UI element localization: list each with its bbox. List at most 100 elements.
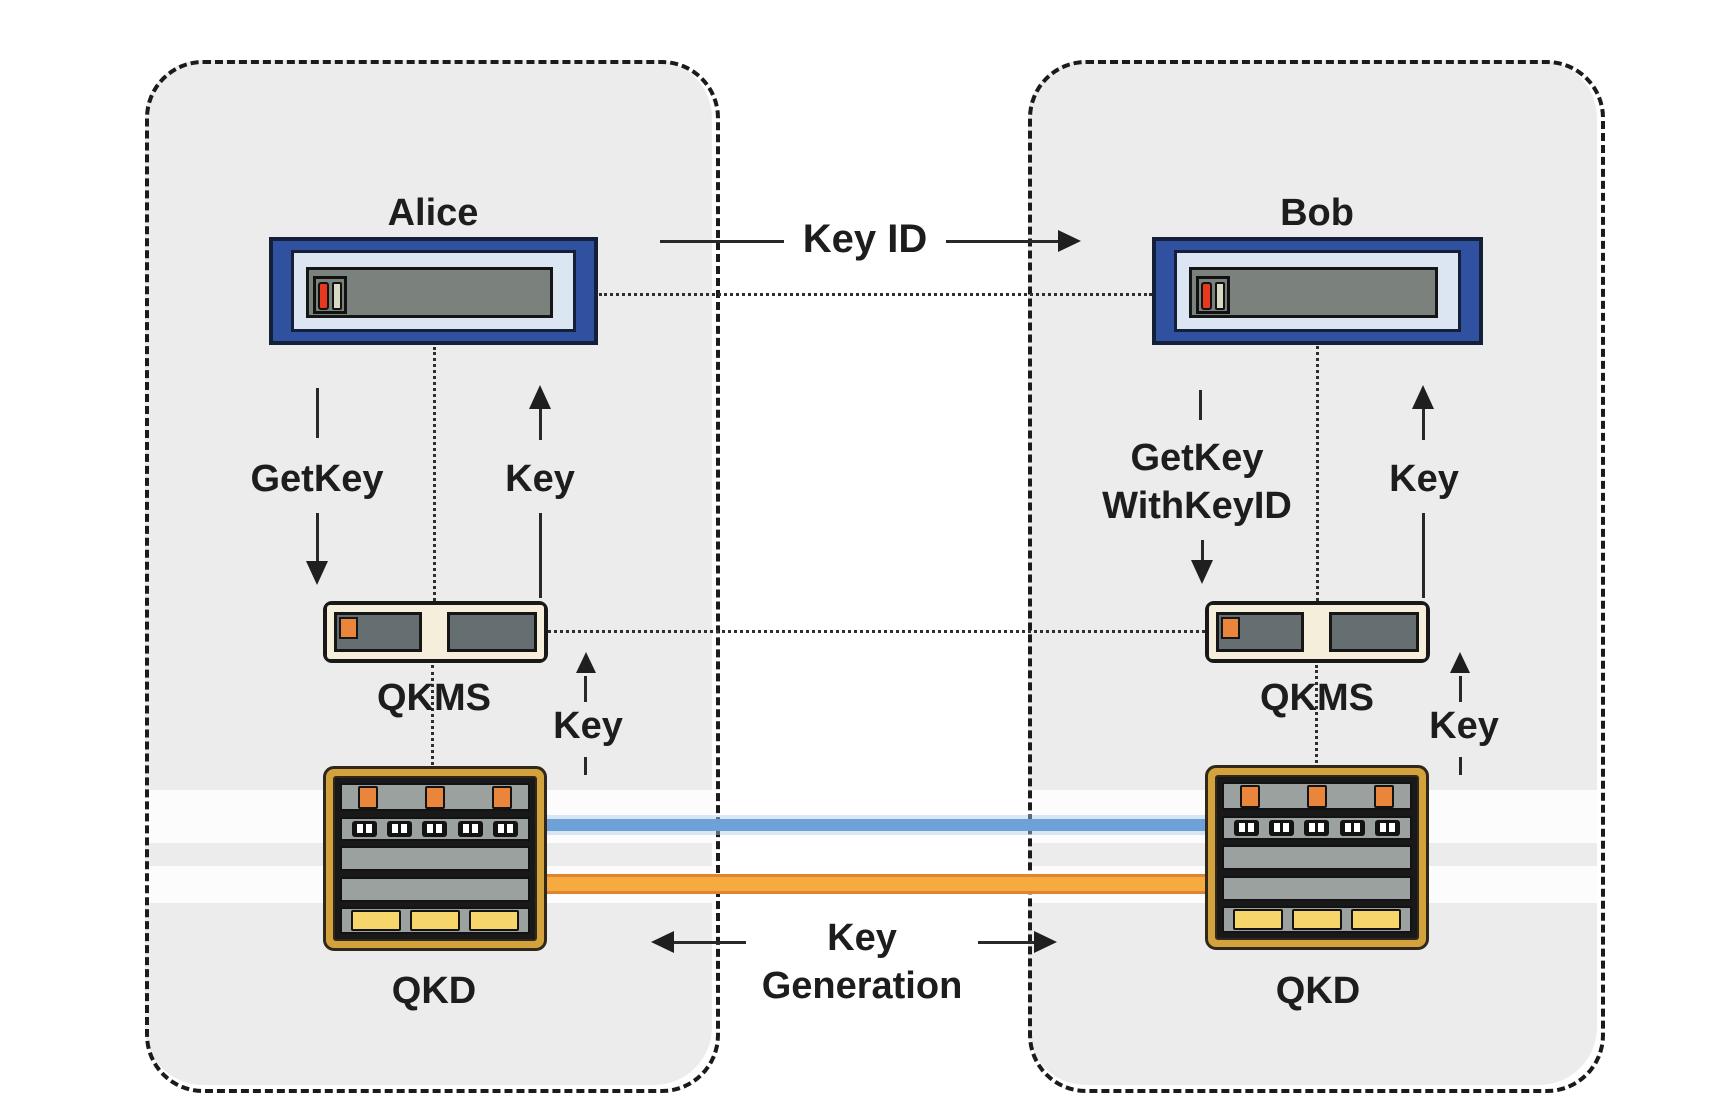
- qkd-blank-row: [340, 876, 530, 902]
- kms-key-line-left: [584, 676, 587, 702]
- key-line-upper-right: [1422, 408, 1425, 440]
- key-id-label: Key ID: [802, 217, 928, 261]
- bob-qkms-faceplate: [1209, 605, 1426, 659]
- key-id-line-left: [660, 240, 784, 243]
- kms-key-dash-right: [1459, 757, 1462, 775]
- classical-channel-line: [542, 819, 1207, 831]
- alice-title: Alice: [387, 192, 479, 234]
- quantum-channel-line: [542, 874, 1207, 894]
- kms-key-arrowhead-icon-right: [1450, 652, 1470, 673]
- bob-qkd-faceplate: [1215, 775, 1419, 940]
- drive-bay-icon: [469, 910, 519, 931]
- qkd-blank-row: [340, 846, 530, 871]
- kms-sync-dotted-line: [548, 630, 1205, 633]
- key-up-arrowhead-icon-left: [529, 385, 551, 409]
- key-generation-right-line: [978, 941, 1034, 944]
- alice-server-panel: [306, 267, 553, 318]
- kms-qkd-dotted-line-right: [1315, 665, 1318, 763]
- orange-led-icon: [1240, 784, 1260, 808]
- getkeywithkeyid-line-lower-right: [1201, 540, 1204, 562]
- orange-led-icon: [358, 785, 378, 809]
- alice-app-server: [269, 237, 598, 345]
- key-generation-label-line2: Generation: [761, 965, 963, 1007]
- fiber-port-icon: [1269, 819, 1295, 836]
- orange-led-icon: [1221, 617, 1240, 639]
- key-line-upper-left: [539, 408, 542, 440]
- key-label-left: Key: [505, 458, 575, 500]
- orange-led-icon: [425, 785, 445, 809]
- qkd-label-right: QKD: [1275, 970, 1361, 1012]
- drive-bay-icon: [1292, 909, 1342, 930]
- qkd-port-row: [340, 816, 530, 841]
- alice-server-faceplate: [291, 250, 576, 332]
- red-led-icon: [318, 282, 329, 310]
- drive-bay-icon: [410, 910, 460, 931]
- getkey-line-lower-left: [316, 513, 319, 563]
- getkeywithkeyid-label-line1: GetKey: [1130, 437, 1264, 479]
- app-kms-dotted-line-left: [433, 347, 436, 601]
- getkeywithkeyid-label-right: GetKey WithKeyID: [1102, 434, 1292, 530]
- orange-led-icon: [339, 617, 358, 639]
- kms-qkd-dotted-line-left: [431, 665, 434, 765]
- bob-qkms-left-panel: [1216, 612, 1304, 652]
- app-kms-dotted-line-right: [1316, 346, 1319, 601]
- orange-led-icon: [1374, 784, 1394, 808]
- beige-led-icon: [1214, 282, 1225, 310]
- alice-server-led-cluster: [313, 276, 347, 314]
- getkeywithkeyid-arrowhead-icon-right: [1191, 560, 1213, 584]
- beige-led-icon: [331, 282, 342, 310]
- fiber-port-icon: [1304, 819, 1330, 836]
- qkd-led-row: [1222, 782, 1412, 810]
- drive-bay-icon: [351, 910, 401, 931]
- bob-server-faceplate: [1174, 250, 1461, 332]
- qkd-bay-row: [340, 907, 530, 934]
- fiber-port-icon: [1234, 819, 1260, 836]
- alice-qkms-right-panel: [447, 612, 537, 652]
- bob-qkms-device: [1205, 601, 1430, 663]
- bob-qkms-right-panel: [1329, 612, 1419, 652]
- key-generation-label-line1: Key: [827, 917, 897, 959]
- kms-key-line-right: [1459, 676, 1462, 702]
- drive-bay-icon: [1233, 909, 1283, 930]
- kms-key-dash-left: [584, 757, 587, 775]
- getkey-line-upper-left: [316, 388, 319, 438]
- bob-server-panel: [1189, 267, 1438, 318]
- qkms-label-left: QKMS: [377, 677, 491, 719]
- red-led-icon: [1201, 282, 1212, 310]
- getkey-arrowhead-icon-left: [306, 561, 328, 585]
- fiber-port-icon: [1374, 819, 1400, 836]
- getkeywithkeyid-line-upper-right: [1199, 390, 1202, 420]
- key-generation-left-line: [674, 941, 746, 944]
- qkd-blank-row: [1222, 845, 1412, 870]
- qkd-port-row: [1222, 815, 1412, 840]
- qkd-bay-row: [1222, 906, 1412, 933]
- qkd-led-row: [340, 783, 530, 811]
- qkd-blank-row: [1222, 875, 1412, 901]
- fiber-port-icon: [422, 820, 448, 837]
- alice-qkms-left-panel: [334, 612, 422, 652]
- bob-qkd-device: [1205, 765, 1429, 950]
- key-line-lower-right: [1422, 513, 1425, 598]
- fiber-port-icon: [352, 820, 378, 837]
- key-up-arrowhead-icon-right: [1412, 385, 1434, 409]
- key-label-right: Key: [1389, 458, 1459, 500]
- alice-qkms-device: [323, 601, 548, 663]
- fiber-port-icon: [387, 820, 413, 837]
- bob-title: Bob: [1280, 192, 1354, 234]
- key-generation-right-arrowhead-icon: [1034, 931, 1057, 953]
- getkey-label-left: GetKey: [250, 458, 384, 500]
- getkeywithkeyid-label-line2: WithKeyID: [1102, 485, 1292, 527]
- key-id-arrowhead-icon: [1058, 230, 1081, 252]
- orange-led-icon: [492, 785, 512, 809]
- fiber-port-icon: [492, 820, 518, 837]
- kms-key-label-right: Key: [1429, 705, 1499, 747]
- kms-key-arrowhead-icon-left: [576, 652, 596, 673]
- kms-key-label-left: Key: [553, 705, 623, 747]
- key-generation-left-arrowhead-icon: [651, 931, 674, 953]
- app-sync-dotted-line: [599, 293, 1152, 296]
- key-line-lower-left: [539, 513, 542, 598]
- alice-qkd-faceplate: [333, 776, 537, 941]
- key-id-line-right: [946, 240, 1058, 243]
- fiber-port-icon: [457, 820, 483, 837]
